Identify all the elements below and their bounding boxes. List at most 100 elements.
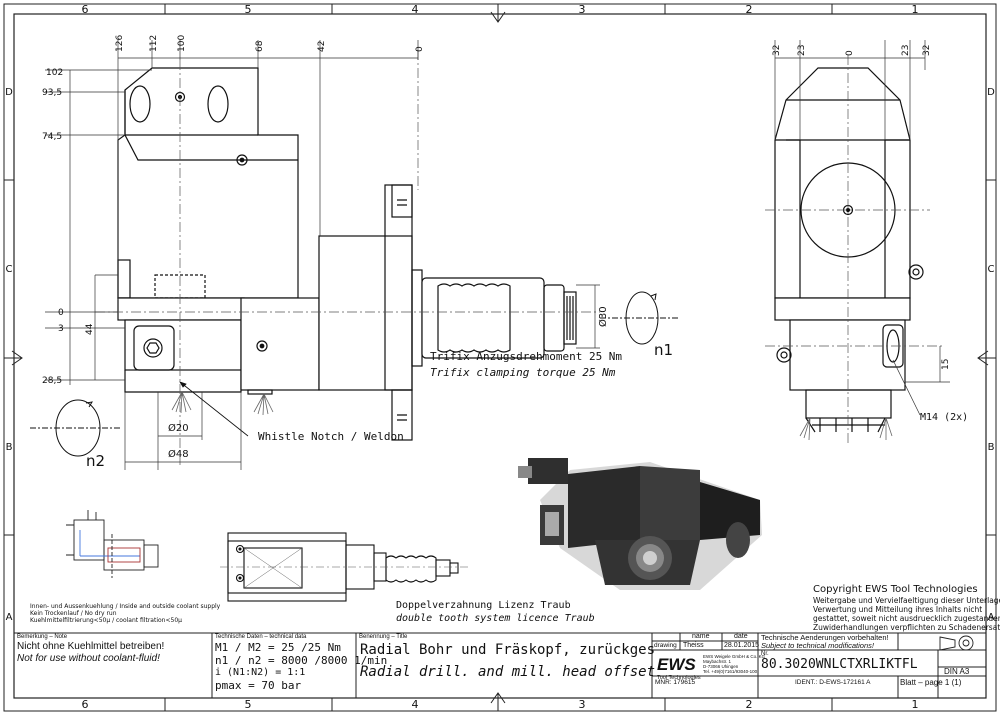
copyright-title: Copyright EWS Tool Technologies (813, 584, 978, 595)
row-label-b-left: B (6, 442, 13, 453)
col-name-header: name (692, 633, 710, 640)
dim-3: 3 (58, 324, 64, 334)
col-label-6-bottom: 6 (82, 698, 89, 711)
ews-address-2: Maybachstr. 1 (703, 659, 732, 664)
row-label-c-left: C (6, 264, 13, 275)
title-en: Radial drill. and mill. head offset (360, 664, 656, 680)
nr-label: Nr. (761, 651, 769, 657)
dim-side-23-left: 23 (797, 45, 807, 56)
front-dim-text-top: 126 112 100 68 42 0 (115, 35, 425, 52)
col-label-3-top: 3 (579, 3, 586, 16)
frame-center-marks (4, 4, 996, 711)
modifications-de: Technische Aenderungen vorbehalten! (761, 633, 889, 642)
title-de: Radial Bohr und Fräskopf, zurückges (360, 642, 656, 658)
coolant-spray-front (171, 391, 274, 416)
col-label-2-top: 2 (746, 3, 753, 16)
dim-d48: Ø48 (168, 448, 189, 460)
whistle-notch-label: Whistle Notch / Weldon (258, 430, 404, 443)
row-label-d-left: D (5, 87, 13, 98)
rotation-arrow-n1 (600, 291, 680, 345)
dim-126: 126 (115, 35, 125, 52)
side-dim-text: 32 23 0 23 32 15 (772, 45, 951, 370)
ews-logo-sub: Tool Technologies (657, 675, 701, 681)
col-label-1-top: 1 (912, 3, 919, 16)
dim-0-left: 0 (58, 308, 64, 318)
tech-header: Technische Daten – technical data (215, 634, 307, 640)
ews-logo-text: EWS (657, 655, 696, 674)
dim-d20: Ø20 (168, 422, 189, 434)
tech-torque: M1 / M2 = 25 /25 Nm (215, 641, 341, 654)
dim-44: 44 (85, 323, 95, 335)
part-number: 80.3020WNLCTXRLIKTFL (761, 657, 918, 672)
modifications-en: Subject to technical modifications! (761, 641, 874, 650)
drawer-name: Theiss (683, 642, 704, 649)
double-tooth-en: double tooth system licence Traub (396, 613, 595, 624)
front-view (95, 50, 600, 465)
tech-speed: n1 / n2 = 8000 /8000 1/min (215, 654, 388, 667)
mnr-number: MNR: 179615 (655, 679, 696, 686)
col-label-5-bottom: 5 (245, 698, 252, 711)
dim-side-23-right: 23 (901, 45, 911, 56)
inner-frame (13, 13, 987, 699)
ident-number: IDENT.: D-EWS-172161 A (795, 679, 871, 686)
din-format: DIN A3 (944, 667, 970, 676)
note-de: Nicht ohne Kuehlmittel betreiben! (17, 641, 165, 652)
torque-label-en: Trifix clamping torque 25 Nm (430, 366, 616, 379)
render-3d (518, 458, 762, 590)
ews-address-4: Tel. +49(0)7161/93040-100 (703, 669, 758, 674)
sheet-number: Blatt – page 1 (1) (900, 678, 962, 687)
m14-label: M14 (2x) (920, 412, 968, 423)
n2-label: n2 (86, 452, 105, 470)
side-view (765, 55, 945, 445)
n1-label: n1 (654, 341, 673, 359)
dim-102: 102 (46, 68, 63, 78)
rotation-arrow-n2 (30, 399, 120, 457)
copyright-line-4: gestattet, soweit nicht ausdruecklich zu… (813, 614, 1000, 623)
dim-93-5: 93,5 (42, 88, 62, 98)
col-label-2-bottom: 2 (746, 698, 753, 711)
note-header: Bemerkung – Note (17, 634, 68, 640)
dim-112: 112 (149, 35, 159, 52)
dim-d30: Ø30 (597, 306, 609, 327)
col-label-5-top: 5 (245, 3, 252, 16)
dim-74-5: 74,5 (42, 132, 62, 142)
col-label-1-bottom: 1 (912, 698, 919, 711)
coolant-spray-side (799, 417, 893, 441)
tech-pressure: pmax = 70 bar (215, 679, 302, 692)
double-tooth-de: Doppelverzahnung Lizenz Traub (396, 600, 571, 611)
ews-logo: EWS Tool Technologies (657, 655, 701, 681)
row-drawing-label: drawing (654, 642, 677, 649)
drawing-date: 28.01.2015 (724, 642, 760, 649)
row-label-a-right: A (988, 612, 995, 623)
col-label-4-bottom: 4 (412, 698, 419, 711)
dim-side-32-left: 32 (772, 45, 782, 56)
front-dim-text-left: 102 93,5 74,5 0 3 44 28,5 (42, 68, 95, 386)
dim-side-32-right: 32 (922, 45, 932, 56)
dim-42: 42 (317, 41, 327, 52)
dim-0-top: 0 (415, 46, 425, 52)
row-label-b-right: B (988, 442, 995, 453)
coolant-note-1: Innen- und Aussenkuehlung / Inside and o… (30, 603, 221, 610)
front-dim-lines (45, 40, 600, 470)
coolant-note-2: Kein Trockenlauf / No dry run (30, 610, 117, 617)
note-en: Not for use without coolant-fluid! (17, 653, 160, 664)
ews-address-3: D-73066 Uhingen (703, 664, 739, 669)
col-label-6-top: 6 (82, 3, 89, 16)
dim-side-15: 15 (941, 359, 951, 370)
torque-label-de: Trifix Anzugsdrehmoment 25 Nm (430, 350, 622, 363)
dim-100: 100 (177, 35, 187, 52)
tech-ratio: i (N1:N2) = 1:1 (215, 667, 306, 678)
title-header: Benennung – Title (359, 634, 408, 640)
col-label-4-top: 4 (412, 3, 419, 16)
row-label-d-right: D (987, 87, 995, 98)
side-dim-lines (774, 40, 950, 416)
coolant-schematic (66, 510, 159, 578)
ews-address-1: EWS Weigele GmbH & Co. KG (703, 654, 766, 659)
col-date-header: date (734, 633, 748, 640)
copyright-line-5: Zuwiderhandlungen verpflichten zu Schade… (813, 623, 1000, 632)
coolant-note-3: Kuehlmittelfiltrierung<50µ / coolant fil… (30, 617, 182, 624)
dim-68: 68 (255, 40, 265, 52)
col-label-3-bottom: 3 (579, 698, 586, 711)
dim-side-0: 0 (845, 50, 855, 56)
